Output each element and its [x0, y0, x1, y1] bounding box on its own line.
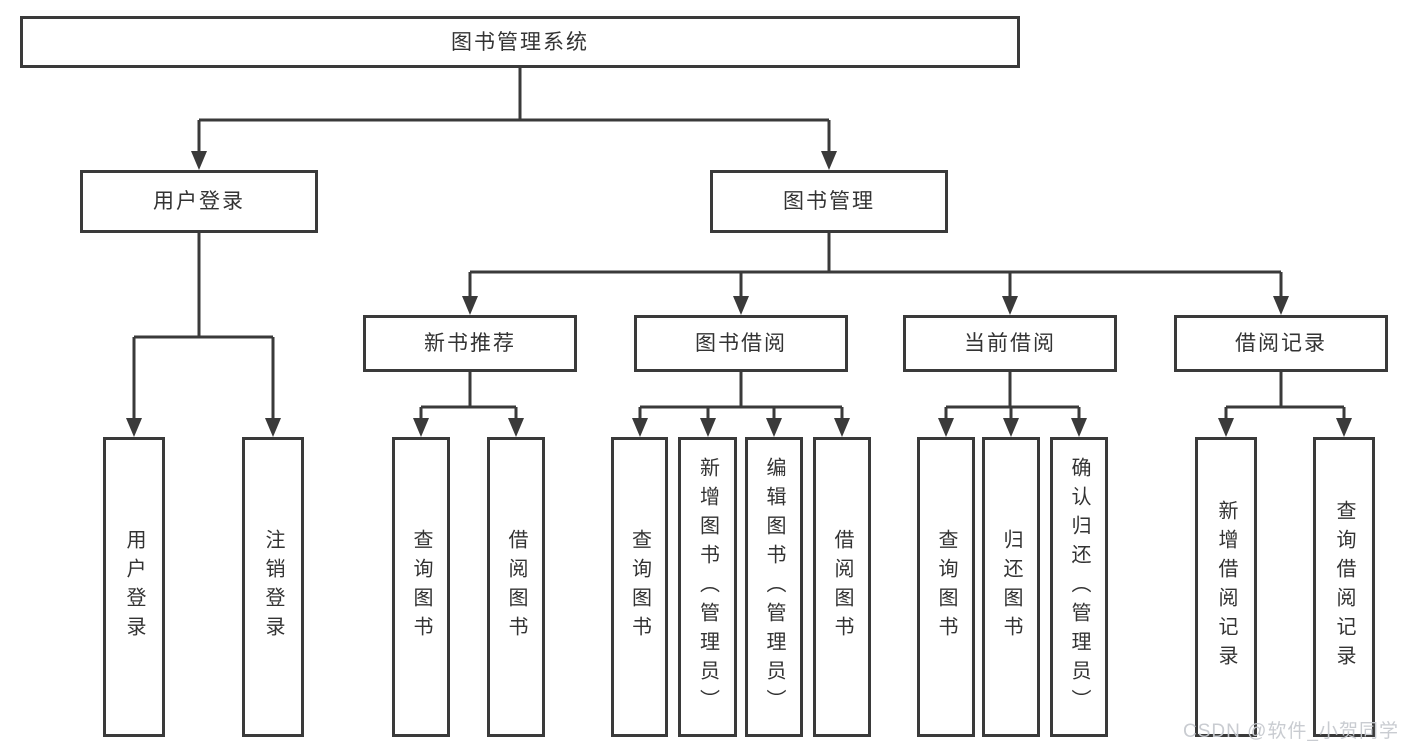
- leaf-label: 编辑图书（管理员）: [763, 456, 785, 718]
- arrow-icon: [632, 418, 648, 437]
- arrow-icon: [462, 296, 478, 315]
- leaf-label: 借阅图书: [505, 529, 527, 645]
- arrow-icon: [938, 418, 954, 437]
- node-book-management: 图书管理: [710, 170, 948, 233]
- leaf-label: 借阅图书: [831, 529, 853, 645]
- node-book-borrowing: 图书借阅: [634, 315, 848, 372]
- node-label: 用户登录: [153, 190, 245, 213]
- arrow-icon: [265, 418, 281, 437]
- arrow-icon: [834, 418, 850, 437]
- leaf-edit-books-admin: 编辑图书（管理员）: [745, 437, 803, 737]
- arrow-icon: [191, 151, 207, 170]
- arrow-icon: [700, 418, 716, 437]
- arrow-icon: [766, 418, 782, 437]
- node-library-management-system: 图书管理系统: [20, 16, 1020, 68]
- leaf-add-borrow-record: 新增借阅记录: [1195, 437, 1257, 737]
- leaf-label: 注销登录: [262, 529, 284, 645]
- arrow-icon: [1071, 418, 1087, 437]
- node-label: 新书推荐: [424, 332, 516, 355]
- leaf-user-login: 用户登录: [103, 437, 165, 737]
- node-label: 图书管理系统: [451, 30, 589, 54]
- leaf-confirm-return-admin: 确认归还（管理员）: [1050, 437, 1108, 737]
- leaf-query-borrow-record: 查询借阅记录: [1313, 437, 1375, 737]
- leaf-label: 查询图书: [935, 529, 957, 645]
- arrow-icon: [821, 151, 837, 170]
- leaf-label: 查询图书: [628, 529, 651, 645]
- leaf-query-books: 查询图书: [917, 437, 975, 737]
- leaf-label: 新增借阅记录: [1215, 500, 1237, 674]
- leaf-label: 用户登录: [123, 529, 145, 645]
- leaf-borrow-books: 借阅图书: [487, 437, 545, 737]
- leaf-label: 新增图书（管理员）: [696, 456, 719, 718]
- arrow-icon: [413, 418, 429, 437]
- node-label: 当前借阅: [964, 332, 1056, 355]
- arrow-icon: [126, 418, 142, 437]
- leaf-add-books-admin: 新增图书（管理员）: [678, 437, 737, 737]
- arrow-icon: [508, 418, 524, 437]
- arrow-icon: [1273, 296, 1289, 315]
- node-label: 图书借阅: [695, 332, 787, 355]
- arrow-icon: [1003, 418, 1019, 437]
- leaf-logout: 注销登录: [242, 437, 304, 737]
- leaf-query-books: 查询图书: [392, 437, 450, 737]
- node-label: 借阅记录: [1235, 332, 1327, 355]
- arrow-icon: [1218, 418, 1234, 437]
- node-label: 图书管理: [783, 190, 875, 213]
- arrow-icon: [733, 296, 749, 315]
- csdn-watermark: CSDN @软件_小贺同学: [1183, 721, 1399, 742]
- leaf-label: 归还图书: [1000, 529, 1022, 645]
- node-current-borrowing: 当前借阅: [903, 315, 1117, 372]
- tree-branch-lines: [132, 68, 1346, 428]
- leaf-query-books: 查询图书: [611, 437, 668, 737]
- leaf-label: 查询图书: [410, 529, 432, 645]
- node-new-book-recommendation: 新书推荐: [363, 315, 577, 372]
- node-borrowing-records: 借阅记录: [1174, 315, 1388, 372]
- leaf-borrow-books: 借阅图书: [813, 437, 871, 737]
- arrow-icon: [1002, 296, 1018, 315]
- leaf-return-books: 归还图书: [982, 437, 1040, 737]
- arrow-icon: [1336, 418, 1352, 437]
- leaf-label: 查询借阅记录: [1333, 500, 1355, 674]
- node-user-login: 用户登录: [80, 170, 318, 233]
- leaf-label: 确认归还（管理员）: [1068, 456, 1090, 718]
